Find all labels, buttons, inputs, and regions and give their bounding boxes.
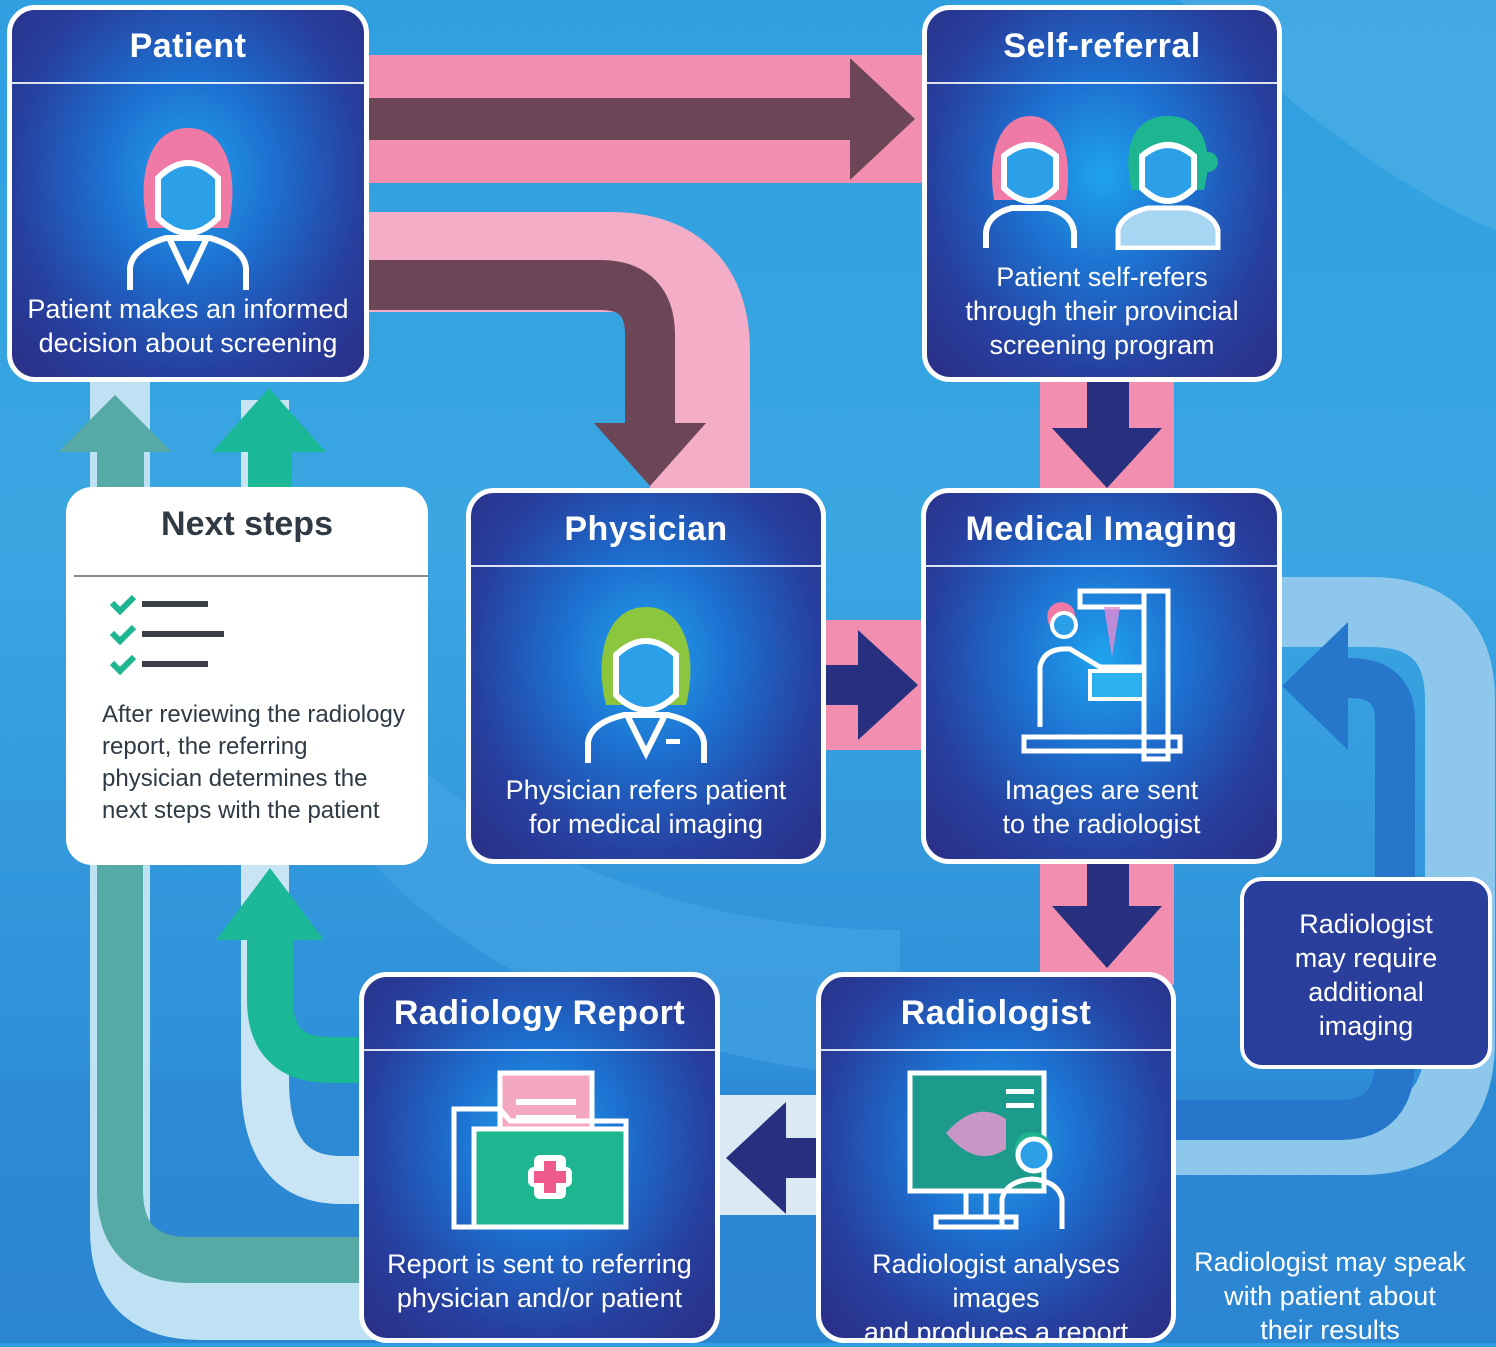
note-line: additional [1308,977,1424,1007]
speak-note-line: with patient about [1224,1281,1436,1311]
woman-pink-hair-icon [127,128,249,290]
arrow-head-down-navy [1052,428,1162,488]
physician-title: Physician [471,493,821,567]
arrow-shaft-dark [360,98,850,140]
next-steps-desc-line: report, the referring [102,733,308,760]
speak-note-line: Radiologist may speak [1194,1247,1466,1277]
radiology-report-title: Radiology Report [364,977,715,1051]
mammography-machine-icon [1021,588,1182,762]
patient-description: Patient makes an informed decision about… [20,292,356,360]
next-steps-desc-line: next steps with the patient [102,797,380,824]
note-line: imaging [1318,1011,1414,1041]
arrow-head-right-navy [858,630,918,740]
woman-green-hair-icon [585,607,707,763]
self-referral-description: Patient self-refers through their provin… [935,260,1269,362]
arrow-head-up-teal [58,395,172,452]
physician-desc-line: Physician refers patient [505,775,787,805]
arrow-shaft-teal [98,448,144,488]
self-referral-desc-line: screening program [989,330,1215,360]
radiologist-desc-line: Radiologist analyses images [872,1249,1120,1313]
radiology-report-desc-line: Report is sent to referring [387,1249,692,1279]
arrow-left-imaging [1282,622,1348,750]
medical-imaging-description: Images are sent to the radiologist [934,773,1269,841]
arrow-shaft-green [248,448,292,488]
radiologist-desc-line: and produces a report [863,1317,1129,1343]
arrow-shaft-curve-dark [360,260,675,425]
speak-with-patient-note: Radiologist may speak with patient about… [1190,1245,1470,1347]
next-steps-desc-line: After reviewing the radiology [102,701,405,728]
patient-desc-line: decision about screening [38,328,338,358]
radiologist-description: Radiologist analyses images and produces… [829,1247,1163,1343]
patient-card: Patient Patient makes an informed decisi… [7,5,369,382]
next-steps-desc-line: physician determines the [102,765,368,792]
radiologist-title: Radiologist [821,977,1171,1051]
next-steps-card: Next steps After reviewing the radiology… [66,487,428,865]
next-steps-divider [74,575,428,577]
radiologist-card: Radiologist Radiologist analyses images … [816,972,1176,1343]
radiology-report-card: Radiology Report Report is sent to refer… [359,972,720,1343]
loop-path-teal [241,400,380,1204]
next-steps-description: After reviewing the radiology report, th… [102,699,410,827]
self-referral-desc-line: through their provincial [965,296,1239,326]
background-swirl [370,720,900,1080]
self-referral-card: Self-referral Patient self-refers throug… [922,5,1282,382]
patient-title: Patient [12,10,364,84]
note-line: Radiologist [1299,909,1433,939]
arrow-shaft-navy [1087,378,1129,430]
physician-card: Physician Physician refers patient for m… [466,488,826,864]
note-line: may require [1294,943,1438,973]
speak-note-line: their results [1260,1315,1400,1345]
medical-folder-icon [451,1070,628,1230]
arrow-head-right-dark [850,58,915,180]
additional-imaging-note: Radiologist may require additional imagi… [1240,877,1492,1069]
checklist-icon [109,595,224,676]
self-referral-desc-line: Patient self-refers [996,262,1208,292]
arrow-head-up-green [216,868,324,940]
next-steps-title: Next steps [161,505,333,543]
patient-desc-line: Patient makes an informed [27,294,349,324]
arrow-head-up-green [212,388,326,452]
medical-imaging-desc-line: Images are sent [1004,775,1199,805]
arrow-head-left-navy [726,1102,786,1214]
medical-imaging-card: Medical Imaging Images are sent to the r… [921,488,1282,864]
arrow-head-down-navy [1052,906,1162,968]
arrow-shaft-green [247,940,370,1083]
arrow-shaft-navy [782,1138,822,1178]
self-referral-title: Self-referral [927,10,1277,84]
radiology-report-desc-line: physician and/or patient [396,1283,683,1313]
physician-desc-line: for medical imaging [528,809,764,839]
medical-imaging-title: Medical Imaging [926,493,1277,567]
patient-and-nurse-icon [983,116,1221,250]
radiology-report-description: Report is sent to referring physician an… [372,1247,707,1315]
radiologist-monitor-icon [907,1070,1065,1230]
physician-description: Physician refers patient for medical ima… [479,773,813,841]
arrow-shaft-navy [1087,862,1129,910]
arrow-shaft-navy [826,665,862,705]
arrow-head-down-dark [594,423,706,486]
loop-path-teal [97,450,380,1283]
medical-imaging-desc-line: to the radiologist [1002,809,1201,839]
